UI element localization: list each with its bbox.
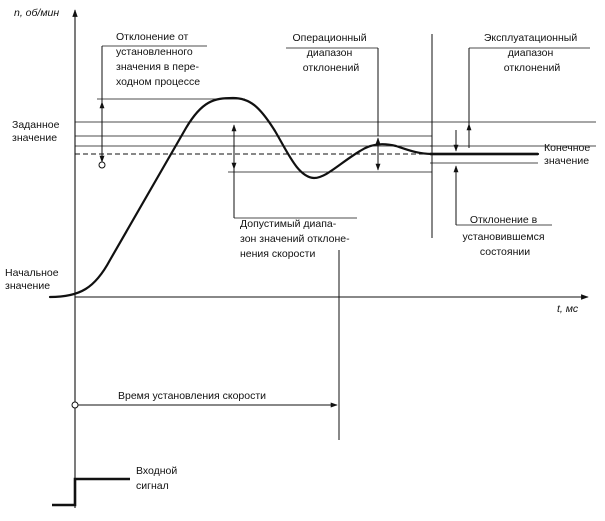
- overshoot-marker: [98, 161, 106, 169]
- final-value-label: Конечное значение: [544, 142, 593, 167]
- speed-response-curve: [48, 96, 540, 299]
- y-axis-label: n, об/мин: [14, 7, 59, 19]
- settling-time-label: Время установления скорости: [118, 390, 266, 402]
- tolerance-band-label: Допустимый диапа- зон значений отклоне- …: [240, 218, 353, 260]
- service-range-label: Эксплуатационный диапазон отклонений: [484, 32, 580, 74]
- steady-state-deviation-label: Отклонение в установившемся состоянии: [463, 214, 548, 258]
- input-step-signal: [52, 477, 130, 507]
- initial-value-label: Начальное значение: [5, 267, 62, 292]
- x-axis-label: t, мс: [557, 303, 579, 315]
- overshoot-label: Отклонение от установленного значения в …: [116, 31, 202, 88]
- operating-range-label: Операционный диапазон отклонений: [292, 32, 369, 74]
- setpoint-label: Заданное значение: [12, 119, 62, 144]
- input-signal-label: Входной сигнал: [136, 465, 180, 492]
- settling-time-marker: [71, 401, 79, 409]
